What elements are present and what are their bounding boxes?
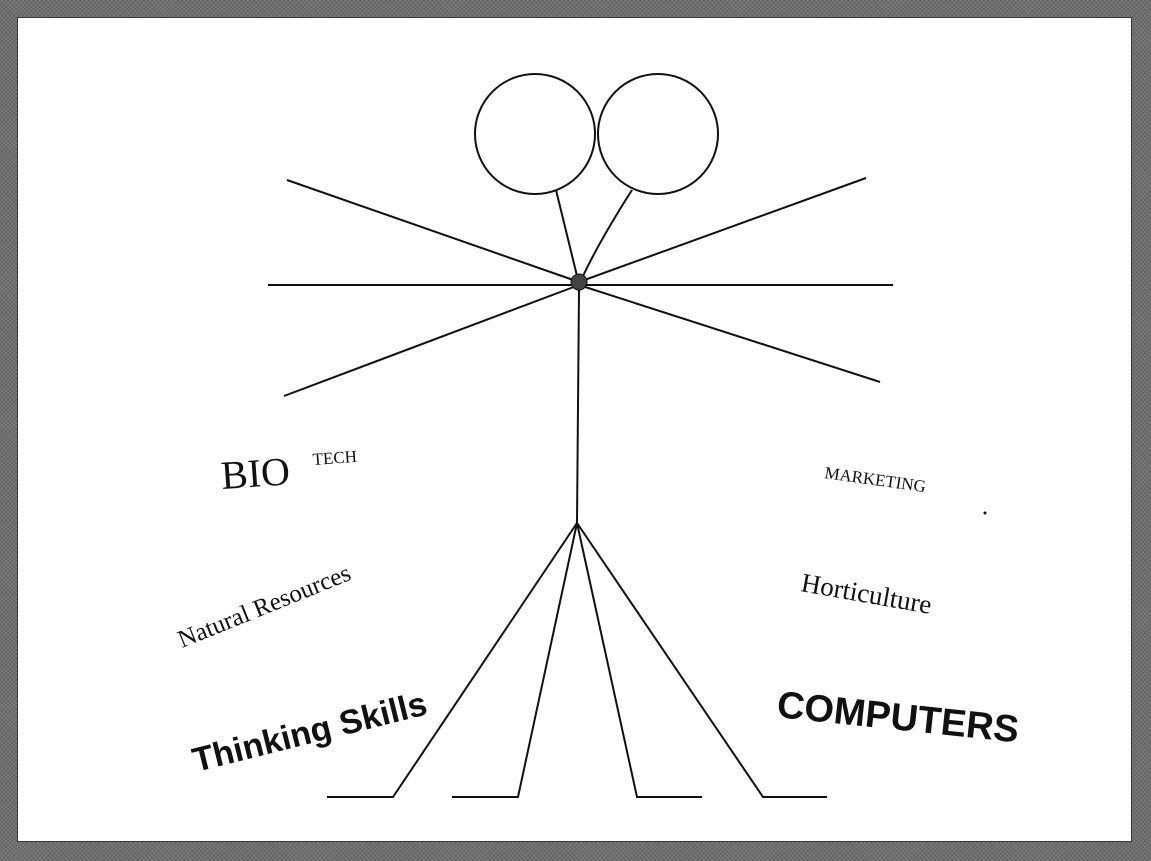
leg-inner-left (452, 523, 577, 797)
label-marketing: MARKETING (823, 463, 927, 496)
leg-inner-right (577, 523, 702, 797)
right-head-circle (598, 74, 718, 194)
arm-lower-left (284, 285, 579, 396)
label-thinking-skills: Thinking Skills (189, 685, 431, 780)
label-tech: TECH (312, 447, 358, 469)
arm-upper-left (287, 180, 579, 282)
center-hub (571, 274, 587, 290)
arm-lower-right (579, 285, 880, 382)
leg-far-right (577, 523, 827, 797)
left-neck-line (556, 190, 578, 280)
body-line (577, 290, 579, 523)
label-bio: BIO (219, 448, 291, 498)
leg-lines (327, 523, 827, 797)
arm-upper-right (579, 178, 866, 282)
label-natural-resources: Natural Resources (174, 560, 355, 654)
label-horticulture: Horticulture (799, 567, 934, 619)
label-computers: COMPUTERS (775, 684, 1021, 751)
stray-dot (984, 512, 987, 515)
left-head-circle (475, 74, 595, 194)
leg-far-left (327, 523, 577, 797)
